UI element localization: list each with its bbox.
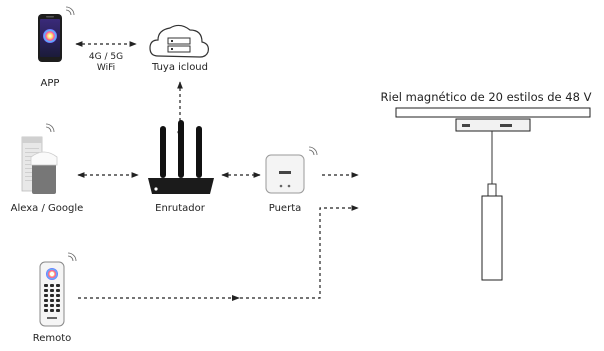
cloud-label: Tuya icloud xyxy=(151,62,208,73)
router-icon xyxy=(148,120,214,194)
smart-speaker-icon xyxy=(21,123,58,194)
pendant-light-icon xyxy=(395,107,591,281)
cloud-server-icon xyxy=(149,24,209,58)
remote-control-icon xyxy=(39,252,77,327)
connector-remote-rail xyxy=(78,205,359,301)
assistants-label: Alexa / Google xyxy=(10,203,84,214)
gateway-icon xyxy=(265,146,318,194)
router-label: Enrutador xyxy=(155,203,205,214)
link-label-line1: 4G / 5G xyxy=(88,52,124,62)
smartphone-icon xyxy=(38,6,75,62)
gateway-label: Puerta xyxy=(268,203,302,214)
app-label: APP xyxy=(40,78,60,89)
rail-label: Riel magnético de 20 estilos de 48 V xyxy=(380,90,592,104)
remote-label: Remoto xyxy=(32,333,72,344)
link-label-line2: WiFi xyxy=(96,63,116,73)
